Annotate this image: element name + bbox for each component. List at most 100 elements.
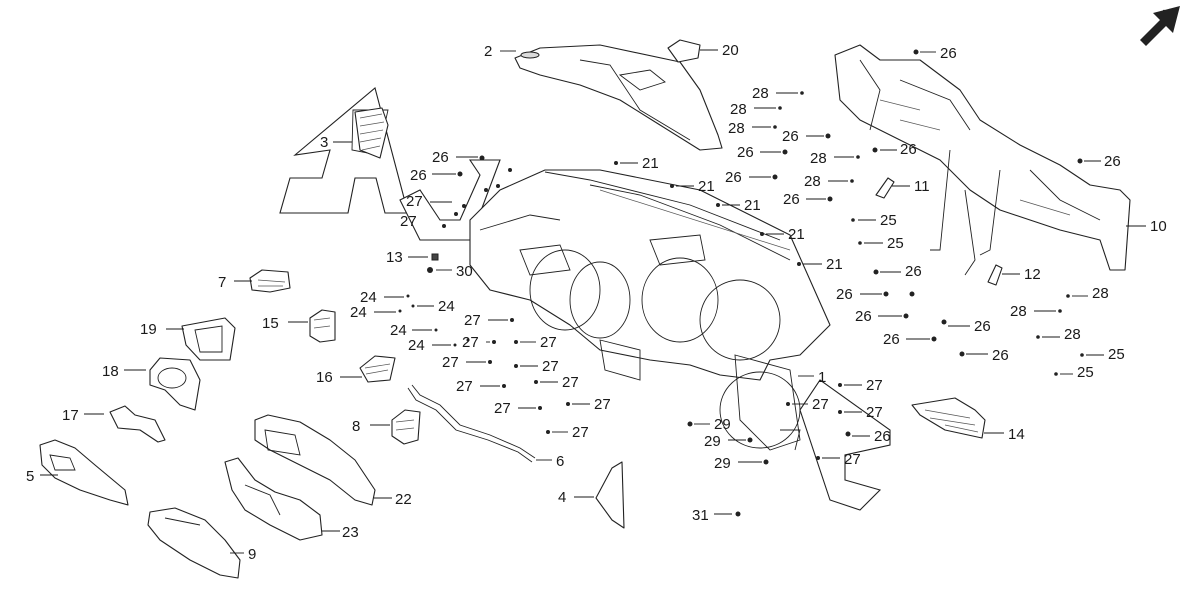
callout-5: 5	[26, 468, 34, 485]
part-30-screw	[427, 267, 433, 273]
callout-16: 16	[316, 369, 333, 386]
callout-2: 2	[484, 43, 492, 60]
part-8-vent	[391, 409, 421, 445]
callout-7: 7	[218, 274, 226, 291]
callout-23: 23	[342, 524, 359, 541]
callout-26-l: 26	[855, 308, 872, 325]
callout-27-n: 27	[866, 404, 883, 421]
callout-26-h: 26	[783, 191, 800, 208]
callout-15: 15	[262, 315, 279, 332]
callout-26-o: 26	[992, 347, 1009, 364]
callout-14: 14	[1008, 426, 1025, 443]
callout-27-j: 27	[594, 396, 611, 413]
callout-27-i: 27	[494, 400, 511, 417]
callout-26-f: 26	[900, 141, 917, 158]
callout-21-e: 21	[826, 256, 843, 273]
callout-28-g: 28	[1010, 303, 1027, 320]
part-9-glove-box	[147, 507, 241, 579]
front-arrow-icon	[1140, 6, 1180, 46]
part-2-crash-pad-cover	[514, 44, 723, 151]
callout-21-b: 21	[698, 178, 715, 195]
callout-21-a: 21	[642, 155, 659, 172]
part-22-small-cover	[667, 39, 701, 63]
callout-3: 3	[320, 134, 328, 151]
part-16-vent	[359, 355, 396, 383]
callout-27-m: 27	[812, 396, 829, 413]
part-31-screw	[735, 511, 741, 517]
callout-24-a: 24	[360, 289, 377, 306]
callout-18: 18	[102, 363, 119, 380]
callout-6: 6	[556, 453, 564, 470]
callout-9: 9	[248, 546, 256, 563]
callout-19: 19	[140, 321, 157, 338]
callout-24-d: 24	[390, 322, 407, 339]
callout-28-e: 28	[804, 173, 821, 190]
callout-8: 8	[352, 418, 360, 435]
callout-27-d: 27	[540, 334, 557, 351]
part-18-cluster-housing	[149, 357, 201, 411]
part-15-vent	[309, 309, 336, 343]
callout-27-g: 27	[456, 378, 473, 395]
callout-30: 30	[456, 263, 473, 280]
ghost-letter-a	[279, 87, 409, 214]
part-17-bracket	[109, 405, 166, 443]
part-10-cowl-crossbar	[834, 44, 1131, 276]
callout-25-d: 25	[1077, 364, 1094, 381]
fasteners	[398, 49, 1084, 465]
callout-28-a: 28	[752, 85, 769, 102]
callout-26-d: 26	[782, 128, 799, 145]
callout-27-f: 27	[542, 358, 559, 375]
part-1-main-crash-pad	[469, 169, 831, 451]
part-20-center-fascia	[254, 414, 376, 506]
callout-13: 13	[386, 249, 403, 266]
callout-11: 11	[914, 178, 930, 195]
part-14-lower-cover	[911, 397, 986, 439]
callout-26-i: 26	[1104, 153, 1121, 170]
callout-26-c: 26	[410, 167, 427, 184]
callout-28-c: 28	[728, 120, 745, 137]
callout-27-e: 27	[442, 354, 459, 371]
callout-26-b: 26	[432, 149, 449, 166]
callout-26-j: 26	[905, 263, 922, 280]
callout-27-p: 27	[400, 213, 417, 230]
callout-22: 20	[722, 42, 739, 59]
callout-29-a: 29	[714, 416, 731, 433]
callout-26-p: 26	[874, 428, 891, 445]
callout-26-n: 26	[883, 331, 900, 348]
callout-24-e: 24	[408, 337, 425, 354]
callout-26-a: 26	[940, 45, 957, 62]
callout-29-b: 29	[704, 433, 721, 450]
part-7-vent	[249, 269, 291, 293]
part-3-side-vent	[354, 107, 389, 159]
callout-21-d: 21	[788, 226, 805, 243]
callout-24-b: 24	[350, 304, 367, 321]
part-5-lower-trim	[39, 439, 129, 506]
part-13-clip	[431, 253, 439, 261]
callout-24-c: 24	[438, 298, 455, 315]
callout-27-o: 27	[844, 451, 861, 468]
part-19-cluster-bezel	[181, 317, 236, 361]
callout-25-b: 25	[887, 235, 904, 252]
callout-10: 10	[1150, 218, 1167, 235]
callout-28-h: 28	[1064, 326, 1081, 343]
callout-17: 17	[62, 407, 79, 424]
callout-12: 12	[1024, 266, 1041, 283]
callout-21-c: 21	[744, 197, 761, 214]
callout-31: 31	[692, 507, 709, 524]
part-6-trim-strip	[407, 384, 536, 463]
callout-4: 4	[558, 489, 566, 506]
callout-25-c: 25	[1108, 346, 1125, 363]
part-23-lower-panel	[224, 457, 323, 541]
callout-labels: 2 20 3 10 11 12 13 30 7 15 19 18 16 17 8…	[26, 42, 1167, 563]
callout-29-c: 29	[714, 455, 731, 472]
callout-1: 1	[818, 369, 826, 386]
callout-27-c: 27	[462, 334, 479, 351]
part-4-side-cover	[595, 461, 625, 529]
callout-27-b: 27	[464, 312, 481, 329]
callout-28-d: 28	[810, 150, 827, 167]
part-12-plate	[987, 264, 1003, 286]
callout-20: 22	[395, 491, 412, 508]
callout-26-k: 26	[836, 286, 853, 303]
callout-26-e: 26	[737, 144, 754, 161]
